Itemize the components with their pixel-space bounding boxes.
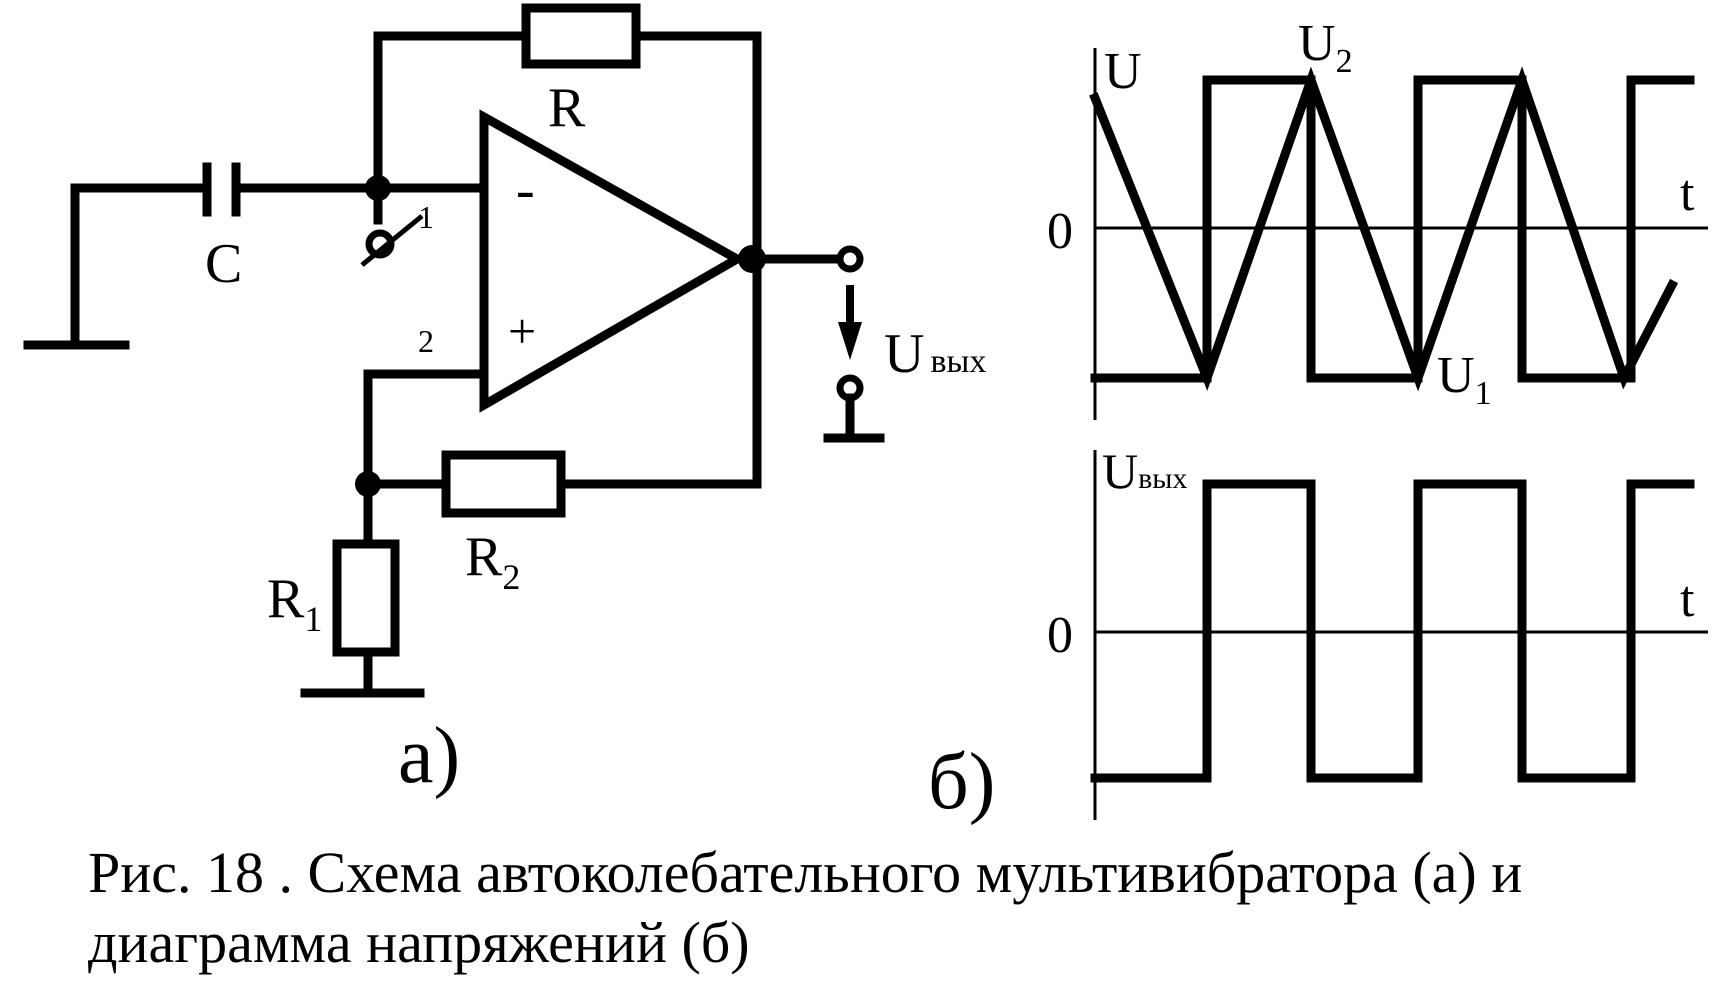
caption-line-1: Рис. 18 . Схема автоколебательного мульт… — [88, 840, 1523, 905]
output-arrow-head — [838, 322, 862, 360]
top-x-axis-label: t — [1680, 165, 1695, 222]
panel-a-label: а) — [398, 712, 460, 800]
op-amp-triangle — [479, 109, 747, 413]
panel-b-label: б) — [928, 738, 995, 826]
output-voltage-square-wave — [1090, 479, 1695, 783]
noninverting-input-wire — [363, 369, 487, 489]
top-y-axis-label: U — [1104, 43, 1142, 100]
capacitor-voltage-triangle-wave — [1089, 66, 1679, 392]
resistor-r2 — [441, 450, 566, 518]
resistor-r1-label: R1 — [267, 568, 322, 639]
u2-label: U2 — [1298, 15, 1353, 80]
top-zero-label: 0 — [1047, 203, 1073, 260]
output-node-dot — [738, 245, 766, 273]
left-ground-wire — [70, 183, 210, 350]
resistor-r-label: R — [548, 77, 586, 139]
u1-label: U1 — [1437, 347, 1492, 412]
output-terminal-top — [836, 245, 864, 273]
capacitor-label: C — [205, 233, 242, 295]
caption-line-2: диаграмма напряжений (б) — [88, 910, 750, 975]
feedback-wire-left — [373, 31, 531, 193]
node-2-label: 2 — [418, 323, 434, 359]
noninverting-sign: + — [508, 303, 536, 359]
bottom-zero-label: 0 — [1047, 607, 1073, 664]
node-1-label: 1 — [418, 199, 434, 235]
figure-caption: Рис. 18 . Схема автоколебательного мульт… — [88, 838, 1688, 978]
voltage-diagram: U t 0 U2 U1 Uвых t 0 б) — [928, 15, 1708, 826]
bottom-y-axis-label: Uвых — [1102, 443, 1187, 499]
bottom-x-axis-label: t — [1680, 571, 1695, 628]
top-output-square-wave — [1090, 75, 1695, 383]
resistor-r — [521, 3, 641, 69]
resistor-r1 — [332, 539, 400, 657]
resistor-r2-label: R2 — [465, 526, 520, 597]
inverting-sign: - — [516, 159, 535, 221]
test-point-slash — [360, 214, 424, 267]
